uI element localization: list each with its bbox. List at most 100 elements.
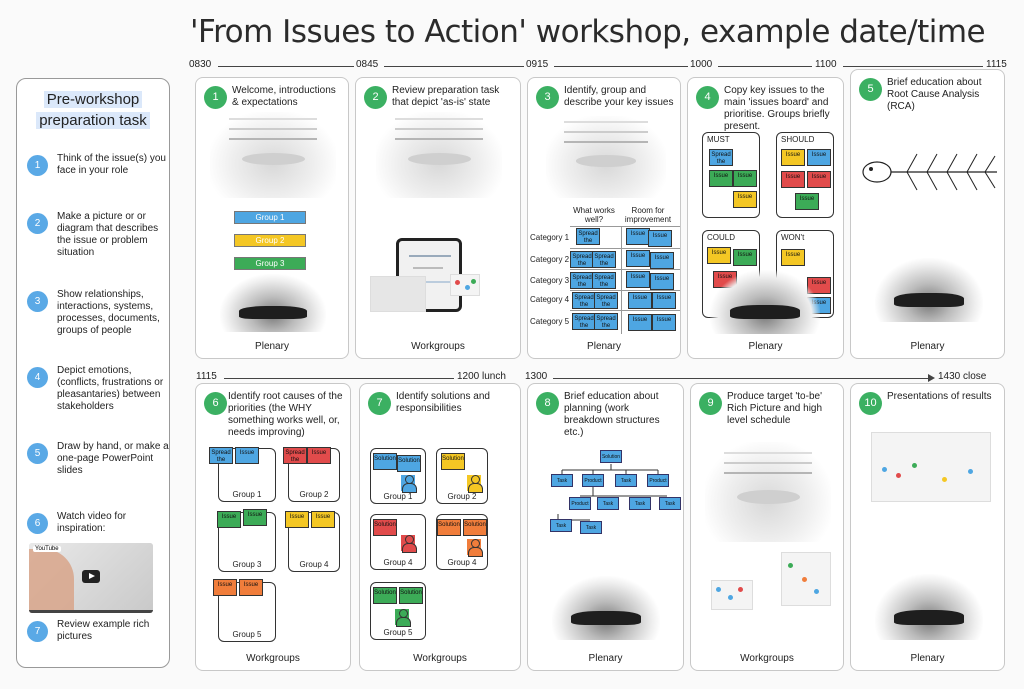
sidebar-title-line2: preparation task bbox=[36, 112, 150, 129]
sticky-note: Spread the word bbox=[576, 228, 600, 245]
sticky-note: Spread the word bbox=[572, 313, 596, 330]
sticky-note: Issue bbox=[239, 579, 263, 596]
timeline-line bbox=[224, 378, 454, 379]
sticky-note: Issue bbox=[807, 149, 831, 166]
solution-group-1: Solution Solution Group 1 bbox=[370, 448, 426, 504]
rich-picture-thumbnail bbox=[450, 274, 480, 296]
step-text: Think of the issue(s) you face in your r… bbox=[57, 153, 166, 176]
group-label: Group 2 bbox=[447, 492, 477, 501]
sticky-note: Spread the word bbox=[594, 313, 618, 330]
step-text: Watch video for inspiration: bbox=[57, 511, 127, 534]
card-footer: Plenary bbox=[748, 341, 783, 352]
category-label-1: Category 1 bbox=[530, 233, 570, 242]
quadrant-label: WON't bbox=[781, 233, 805, 242]
rca-group-1: Spread the word Issue Group 1 bbox=[209, 447, 276, 502]
step-card-7: 7 Identify solutions and responsibilitie… bbox=[359, 383, 521, 671]
card-number: 9 bbox=[699, 392, 722, 415]
sticky-note: Spread the word bbox=[570, 251, 594, 268]
timeline-line bbox=[843, 66, 983, 67]
video-thumbnail[interactable]: YouTube bbox=[29, 543, 153, 613]
sticky-note: Issue bbox=[648, 230, 672, 247]
rca-group-5: Issue Issue Group 5 bbox=[213, 579, 276, 642]
quadrant-must: MUST Spread the word Issue Issue Issue bbox=[702, 132, 760, 218]
step-number: 7 bbox=[27, 621, 48, 642]
meeting-room-sketch bbox=[210, 112, 336, 198]
step-text: Make a picture or or diagram that descri… bbox=[57, 211, 159, 258]
sticky-note: Issue bbox=[235, 447, 259, 464]
card-description: Welcome, introductions & expectations bbox=[232, 85, 336, 108]
wbs-node-product: Product bbox=[647, 474, 669, 487]
step-card-10: 10 Presentations of results Plenary bbox=[850, 383, 1005, 671]
sticky-note: Issue bbox=[307, 447, 331, 464]
group-bar-3: Group 3 bbox=[234, 257, 306, 270]
group-bar-2: Group 2 bbox=[234, 234, 306, 247]
category-label-4: Category 4 bbox=[530, 295, 570, 304]
card-footer: Workgroups bbox=[413, 653, 467, 664]
card-description: Produce target 'to-be' Rich Picture and … bbox=[727, 391, 823, 426]
sidebar-title: Pre-workshop preparation task bbox=[25, 89, 161, 131]
step-card-2: 2 Review preparation task that depict 'a… bbox=[355, 77, 521, 359]
time-1300: 1300 bbox=[525, 371, 548, 382]
schedule-thumbnail bbox=[781, 552, 831, 606]
arrow-right-icon bbox=[928, 374, 935, 382]
meeting-room-sketch bbox=[376, 112, 502, 198]
prep-step-6: 6 Watch video for inspiration: bbox=[27, 511, 167, 571]
quadrant-should: SHOULD Issue Issue Issue Issue Issue bbox=[776, 132, 834, 218]
video-progress bbox=[29, 610, 153, 613]
rca-group-2: Spread the word Issue Group 2 bbox=[283, 447, 340, 502]
sticky-note: Issue bbox=[733, 191, 757, 208]
card-footer: Plenary bbox=[910, 341, 945, 352]
card-number: 6 bbox=[204, 392, 227, 415]
wbs-node-task: Task bbox=[550, 519, 572, 532]
play-icon[interactable] bbox=[82, 570, 100, 583]
step-text: Draw by hand, or make a one-page PowerPo… bbox=[57, 441, 169, 476]
sticky-note: Issue bbox=[807, 171, 831, 188]
sticky-note: Issue bbox=[243, 509, 267, 526]
sticky-note: Solution bbox=[373, 587, 397, 604]
sticky-note: Solution bbox=[397, 455, 421, 472]
person-icon bbox=[401, 475, 417, 493]
step-text: Show relationships, interactions, system… bbox=[57, 289, 160, 336]
sticky-note: Spread the word bbox=[709, 149, 733, 166]
column-header-works-well: What works well? bbox=[573, 206, 615, 224]
prep-step-3: 3 Show relationships, interactions, syst… bbox=[27, 289, 167, 349]
step-number: 4 bbox=[27, 367, 48, 388]
sticky-note: Issue bbox=[709, 170, 733, 187]
step-card-5: 5 Brief education about Root Cause Analy… bbox=[850, 69, 1005, 359]
category-label-2: Category 2 bbox=[530, 255, 570, 264]
card-number: 3 bbox=[536, 86, 559, 109]
sticky-note: Issue bbox=[652, 314, 676, 331]
sticky-note: Spread the word bbox=[572, 292, 596, 309]
card-number: 4 bbox=[696, 86, 719, 109]
meeting-room-sketch bbox=[546, 116, 666, 198]
prep-step-2: 2 Make a picture or or diagram that desc… bbox=[27, 211, 167, 271]
step-number: 1 bbox=[27, 155, 48, 176]
wbs-node-product: Product bbox=[569, 497, 591, 510]
sticky-note: Spread the word bbox=[594, 292, 618, 309]
sticky-note: Solution bbox=[373, 453, 397, 470]
audience-image bbox=[710, 270, 820, 334]
prep-step-7: 7 Review example rich pictures bbox=[27, 619, 167, 679]
wbs-node-product: Product bbox=[582, 474, 604, 487]
sticky-note: Spread the word bbox=[592, 251, 616, 268]
solution-group-3: Solution Group 4 bbox=[370, 514, 426, 570]
card-footer: Plenary bbox=[587, 341, 621, 352]
wbs-node-task: Task bbox=[551, 474, 573, 487]
sticky-note: Spread the word bbox=[283, 447, 307, 464]
card-footer: Plenary bbox=[255, 341, 289, 352]
step-number: 5 bbox=[27, 443, 48, 464]
sticky-note: Solution bbox=[399, 587, 423, 604]
sticky-note: Issue bbox=[733, 170, 757, 187]
category-label-3: Category 3 bbox=[530, 276, 570, 285]
youtube-logo: YouTube bbox=[33, 546, 61, 552]
person-icon bbox=[467, 539, 483, 557]
sticky-note: Spread the word bbox=[570, 272, 594, 289]
sticky-note: Solution bbox=[463, 519, 487, 536]
step-number: 3 bbox=[27, 291, 48, 312]
time-1115-b: 1115 bbox=[196, 371, 217, 382]
person-icon bbox=[395, 609, 411, 627]
solution-group-2: Solution Group 2 bbox=[436, 448, 488, 504]
sticky-note: Issue bbox=[733, 249, 757, 266]
card-footer: Workgroups bbox=[411, 341, 465, 352]
card-footer: Plenary bbox=[910, 653, 945, 664]
